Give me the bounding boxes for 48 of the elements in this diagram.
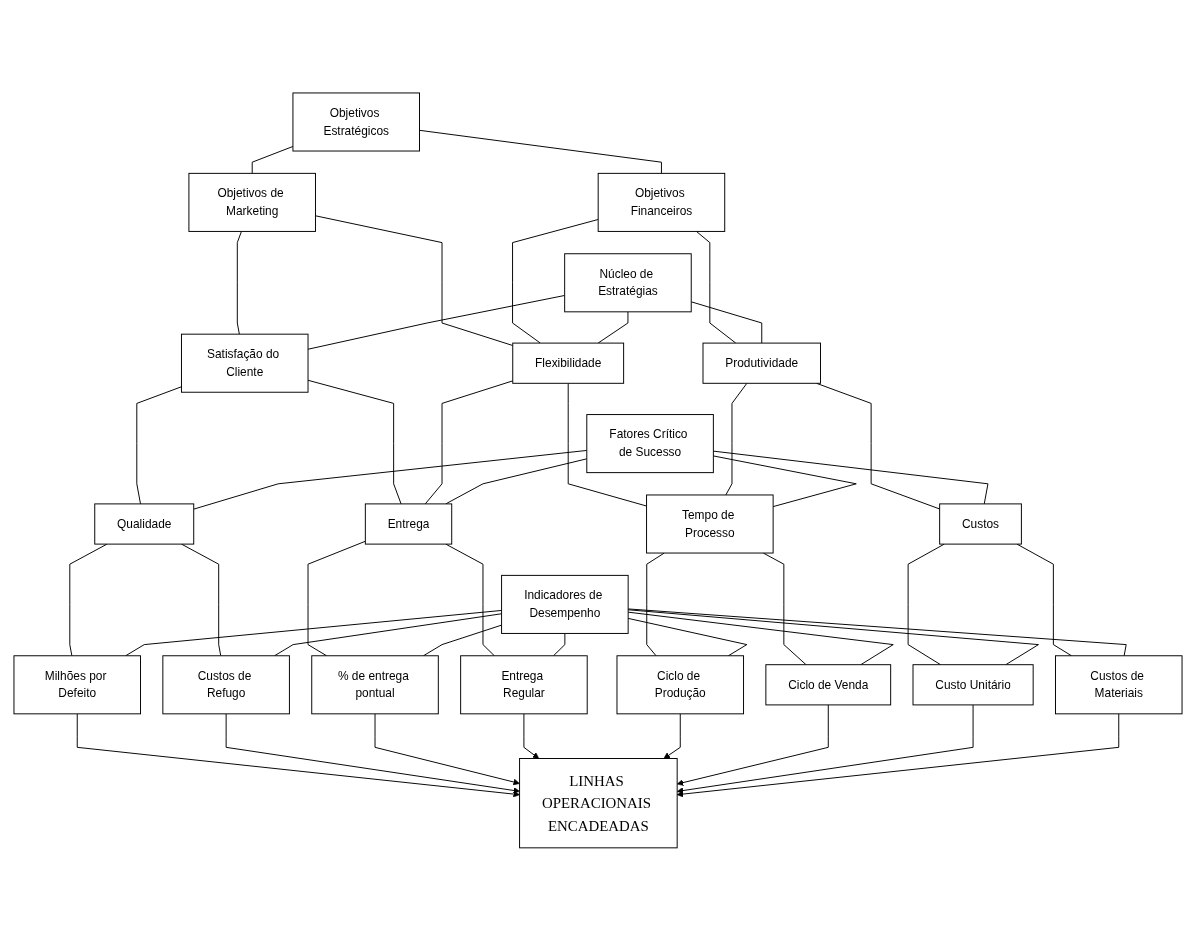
- node-box: LINHAS OPERACIONAIS ENCADEADAS: [518, 758, 678, 849]
- node-box: Custos: [938, 503, 1022, 545]
- node-box: Fatores Crítico de Sucesso: [585, 414, 714, 474]
- connector: [627, 611, 894, 666]
- connector: [307, 379, 402, 505]
- connector: [307, 295, 565, 350]
- connector: [192, 450, 587, 510]
- node-box: Ciclo de Produção: [616, 655, 744, 715]
- connector: [135, 386, 182, 505]
- connector: [712, 450, 988, 505]
- node-box: Custos de Materiais: [1054, 655, 1183, 715]
- node-box: Tempo de Processo: [645, 494, 774, 554]
- node-box: Qualidade: [93, 503, 194, 545]
- connector: [627, 618, 747, 657]
- node-box: Objetivos de Marketing: [187, 172, 316, 232]
- connector: [597, 311, 628, 344]
- connector: [724, 382, 747, 496]
- connector: [907, 543, 945, 666]
- connector: [627, 608, 1127, 657]
- connector: [68, 543, 107, 657]
- connector: [690, 301, 762, 344]
- node-box: Satisfação do Cliente: [180, 333, 308, 393]
- node-box: Custos de Refugo: [161, 655, 290, 715]
- node-box: Ciclo de Venda: [764, 664, 891, 706]
- connector: [511, 219, 599, 344]
- connector: [251, 146, 293, 174]
- connector: [418, 129, 662, 174]
- connector: [695, 231, 736, 344]
- connector: [645, 552, 665, 657]
- connector: [236, 231, 242, 335]
- node-box: % de entrega pontual: [310, 655, 439, 715]
- node-box: Indicadores de Desempenho: [500, 574, 629, 634]
- connector: [712, 455, 857, 508]
- node-box: Objetivos Financeiros: [597, 172, 725, 232]
- connector: [552, 633, 565, 657]
- node-box: Entrega: [364, 503, 452, 545]
- connector: [567, 382, 647, 507]
- connector: [424, 380, 513, 505]
- node-box: Milhões por Defeito: [12, 655, 141, 715]
- node-box: Produtividade: [702, 342, 821, 384]
- node-box: Custo Unitário: [912, 664, 1034, 706]
- connector: [627, 609, 1039, 666]
- node-box: Entrega Regular: [459, 655, 588, 715]
- node-box: Flexibilidade: [511, 342, 624, 384]
- node-box: Núcleo de Estratégias: [563, 253, 692, 313]
- connector: [307, 540, 366, 657]
- node-box: Objetivos Estratégicos: [291, 92, 420, 152]
- connector: [314, 215, 513, 347]
